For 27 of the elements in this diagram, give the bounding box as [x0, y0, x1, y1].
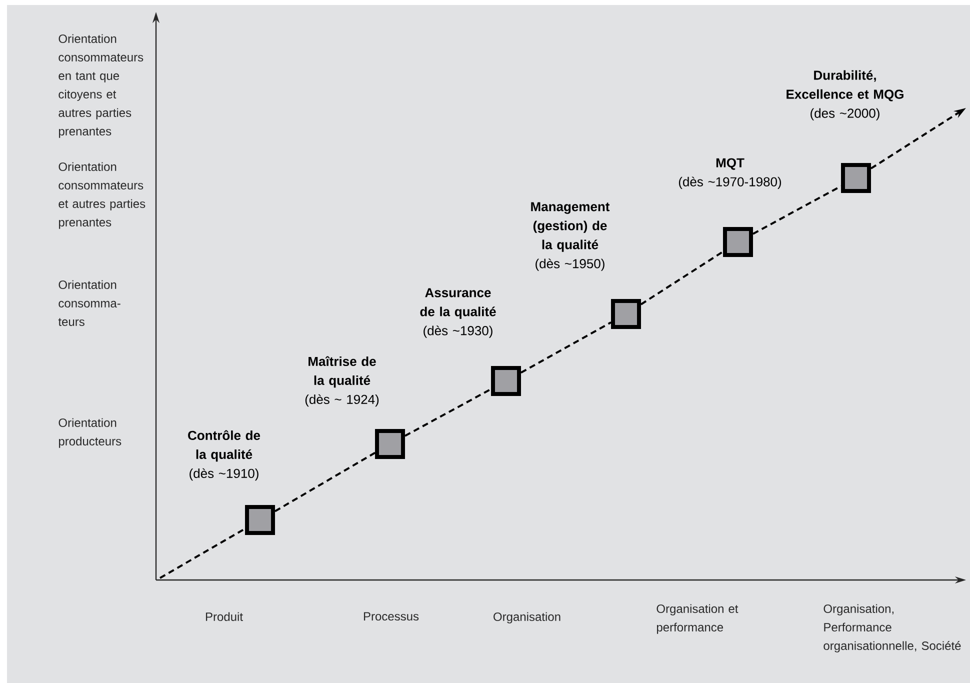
milestone-label: Durabilité, Excellence et MQG (des ~2000)	[786, 70, 904, 120]
axis-label: Organisation	[494, 612, 560, 624]
square-marker	[841, 163, 871, 193]
milestone-label: Maîtrise de la qualité (dès ~ 1924)	[305, 356, 379, 407]
axis-label: Organisation, Performance organisationnelle, Société	[824, 604, 961, 652]
milestone-label: Management (gestion) de la qualité (dès ~1950)	[531, 202, 610, 271]
square-marker	[491, 366, 521, 396]
dashed-trend-line	[274, 452, 376, 512]
axis-label: Orientation producteurs	[58, 418, 122, 448]
square-marker	[375, 429, 405, 459]
axis-label: Produit	[206, 612, 243, 621]
milestone-label: Contrôle de la qualité (dès ~1910)	[188, 430, 260, 481]
dashed-trend-line	[640, 250, 724, 306]
milestone-label: MQT (dès ~1970-1980)	[678, 158, 782, 189]
dashed-trend-line	[520, 322, 612, 374]
dashed-trend-line	[404, 388, 492, 437]
axis-label: Orientation consommateurs en tant que citoyens et autres parties prenantes	[58, 34, 144, 138]
axis-label: Orientation consommateurs et autres parties prenantes	[58, 162, 146, 229]
axis-label: Organisation et performance	[656, 604, 738, 634]
milestone-label: Assurance de la qualité (dès ~1930)	[420, 288, 496, 338]
axis-label: Processus	[364, 612, 419, 621]
dashed-trend-line	[752, 185, 842, 235]
square-marker	[723, 227, 753, 257]
square-marker	[245, 505, 275, 535]
axis-label: Orientation consomma-teurs	[58, 280, 120, 326]
dashed-trend-line	[160, 528, 246, 579]
square-marker	[611, 299, 641, 329]
